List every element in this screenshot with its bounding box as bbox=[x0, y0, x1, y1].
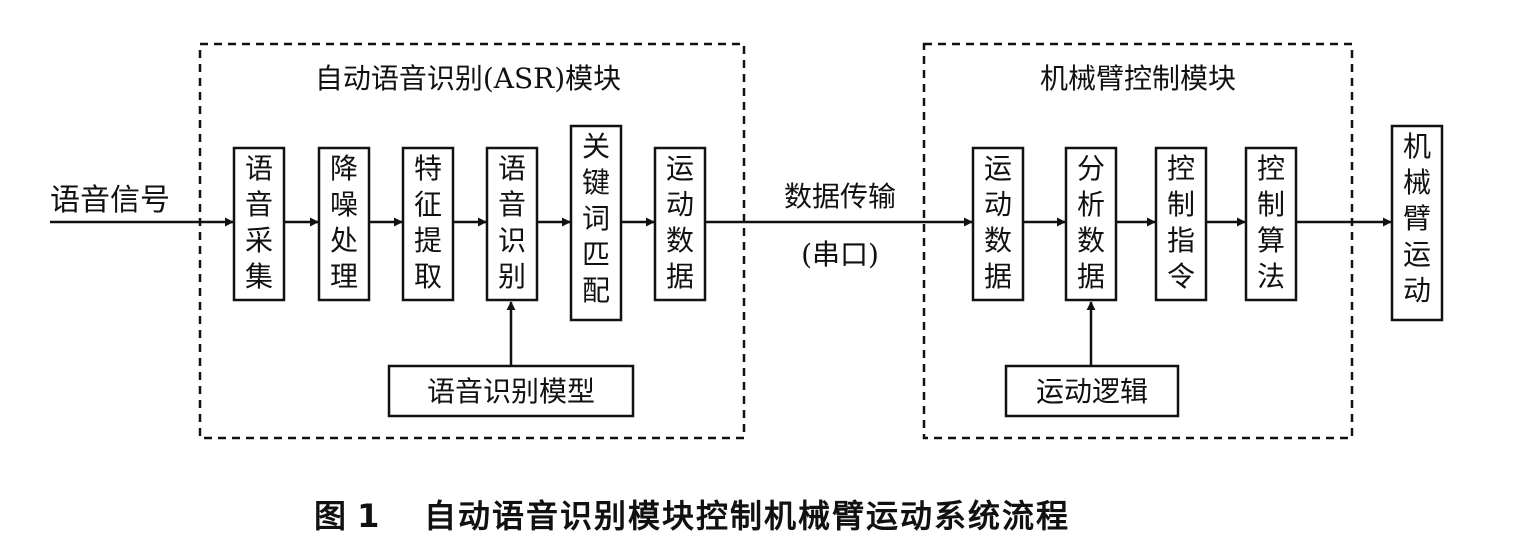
transfer-label: 数据传输 bbox=[784, 180, 896, 213]
arm-logic-label: 运动逻辑 bbox=[1036, 375, 1148, 408]
input-signal-label: 语音信号 bbox=[50, 183, 170, 218]
arm-step-motion-data: 运动数据 bbox=[971, 146, 1025, 302]
arm-module-frame bbox=[922, 42, 1354, 440]
arm-step-analyze: 分析数据 bbox=[1064, 146, 1118, 302]
caption-number: 图 1 bbox=[314, 497, 379, 535]
asr-step-recognize: 语音识别 bbox=[485, 146, 539, 302]
arm-step-command: 控制指令 bbox=[1154, 146, 1208, 302]
asr-step-keyword-label: 关键词匹配 bbox=[582, 130, 610, 307]
asr-step-denoise-label: 降噪处理 bbox=[330, 152, 358, 293]
caption-text: 自动语音识别模块控制机械臂运动系统流程 bbox=[424, 497, 1070, 535]
output-label: 机械臂运动 bbox=[1403, 130, 1431, 307]
arm-module-title: 机械臂控制模块 bbox=[1040, 62, 1236, 95]
arm-logic-box bbox=[1004, 364, 1180, 418]
asr-step-keyword: 关键词匹配 bbox=[569, 124, 623, 322]
arm-step-analyze-label: 分析数据 bbox=[1077, 152, 1105, 293]
transfer-sublabel: (串口) bbox=[801, 238, 879, 271]
asr-step-motion-data-label: 运动数据 bbox=[666, 152, 694, 293]
asr-step-motion-data: 运动数据 bbox=[653, 146, 707, 302]
arm-step-motion-data-label: 运动数据 bbox=[984, 152, 1012, 293]
arm-step-command-label: 控制指令 bbox=[1167, 152, 1195, 293]
asr-step-feature-label: 特征提取 bbox=[414, 152, 442, 293]
output-box: 机械臂运动 bbox=[1390, 124, 1444, 322]
asr-step-feature: 特征提取 bbox=[401, 146, 455, 302]
asr-step-recognize-label: 语音识别 bbox=[498, 152, 526, 293]
asr-module-title: 自动语音识别(ASR)模块 bbox=[315, 62, 621, 95]
arm-step-algorithm-label: 控制算法 bbox=[1257, 152, 1285, 293]
asr-step-collect: 语音采集 bbox=[232, 146, 286, 302]
arm-step-algorithm: 控制算法 bbox=[1244, 146, 1298, 302]
asr-step-denoise: 降噪处理 bbox=[317, 146, 371, 302]
asr-model-label: 语音识别模型 bbox=[427, 375, 595, 408]
asr-model-box bbox=[387, 364, 635, 418]
asr-module-frame bbox=[198, 42, 746, 440]
asr-step-collect-label: 语音采集 bbox=[245, 152, 273, 293]
